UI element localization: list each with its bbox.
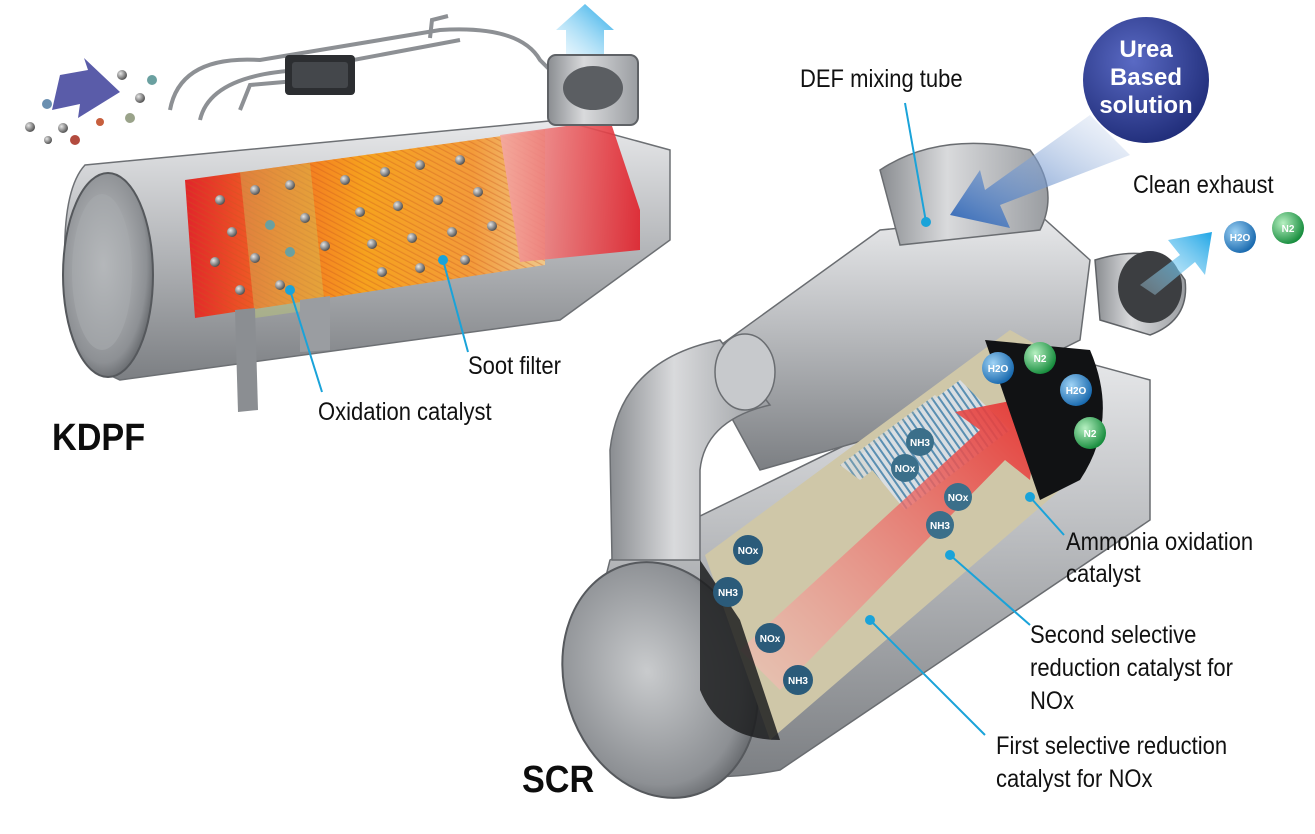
label-ammonia-line2: catalyst (1066, 560, 1141, 588)
kdpf-sensor-lines (168, 14, 562, 121)
label-oxidation-catalyst: Oxidation catalyst (318, 398, 492, 426)
svg-text:NH3: NH3 (930, 521, 950, 532)
molecule-nox-3: NOx (733, 535, 763, 565)
svg-text:H2O: H2O (1066, 386, 1087, 397)
molecule-n2-2: N2 (1074, 417, 1106, 449)
svg-text:N2: N2 (1084, 429, 1097, 440)
svg-text:NOx: NOx (895, 464, 916, 475)
svg-text:N2: N2 (1034, 354, 1047, 365)
urea-badge-line3: solution (1099, 92, 1192, 119)
kdpf-bracket (235, 308, 258, 412)
svg-text:NH3: NH3 (718, 588, 738, 599)
molecule-n2-1: N2 (1024, 342, 1056, 374)
inlet-particles (25, 70, 157, 145)
label-second-line3: NOx (1030, 687, 1074, 715)
kdpf-leader-lines (285, 255, 469, 393)
molecule-h2o-outlet: H2O (1224, 221, 1256, 253)
kdpf-title: KDPF (52, 417, 146, 459)
scr-title: SCR (522, 759, 595, 801)
svg-text:N2: N2 (1282, 224, 1295, 235)
label-first-line2: catalyst for NOx (996, 765, 1153, 793)
svg-text:NH3: NH3 (788, 676, 808, 687)
svg-text:NOx: NOx (760, 634, 781, 645)
label-soot-filter: Soot filter (468, 352, 561, 380)
kdpf-inflow-arrow (52, 58, 120, 118)
molecules: H2O N2 H2O N2 H2O N2 NH3 NOx (713, 212, 1304, 695)
label-first-line1: First selective reduction (996, 732, 1228, 760)
molecule-nox-2: NOx (944, 483, 972, 511)
molecule-nh3-1: NH3 (906, 428, 934, 456)
urea-badge-line1: Urea (1119, 36, 1173, 63)
label-second-line1: Second selective (1030, 621, 1197, 649)
svg-text:H2O: H2O (988, 364, 1009, 375)
molecule-h2o-2: H2O (1060, 374, 1092, 406)
molecule-h2o-1: H2O (982, 352, 1014, 384)
svg-text:NOx: NOx (738, 546, 759, 557)
urea-badge-line2: Based (1110, 64, 1182, 91)
kdpf-outlet-chamber (500, 120, 640, 262)
kdpf-unit (25, 4, 671, 412)
molecule-n2-outlet: N2 (1272, 212, 1304, 244)
label-second-line2: reduction catalyst for (1030, 654, 1233, 682)
molecule-nox-1: NOx (891, 454, 919, 482)
svg-text:NH3: NH3 (910, 438, 930, 449)
molecule-nox-4: NOx (755, 623, 785, 653)
urea-badge: Urea Based solution (1083, 17, 1209, 143)
label-ammonia-line1: Ammonia oxidation (1066, 528, 1254, 556)
scr-red-flow-arrow (740, 395, 1040, 690)
scr-leader-lines (865, 102, 1065, 736)
kdpf-outflow-arrow (556, 4, 614, 55)
soot-particles (210, 155, 497, 295)
label-def-mixing-tube: DEF mixing tube (800, 65, 963, 93)
molecule-nh3-4: NH3 (783, 665, 813, 695)
urea-inflow-arrow (950, 115, 1130, 228)
molecule-nh3-2: NH3 (926, 511, 954, 539)
svg-text:NOx: NOx (948, 493, 969, 504)
clean-exhaust-arrow (1140, 232, 1212, 295)
molecule-nh3-3: NH3 (713, 577, 743, 607)
svg-text:H2O: H2O (1230, 233, 1251, 244)
label-clean-exhaust: Clean exhaust (1133, 171, 1274, 199)
